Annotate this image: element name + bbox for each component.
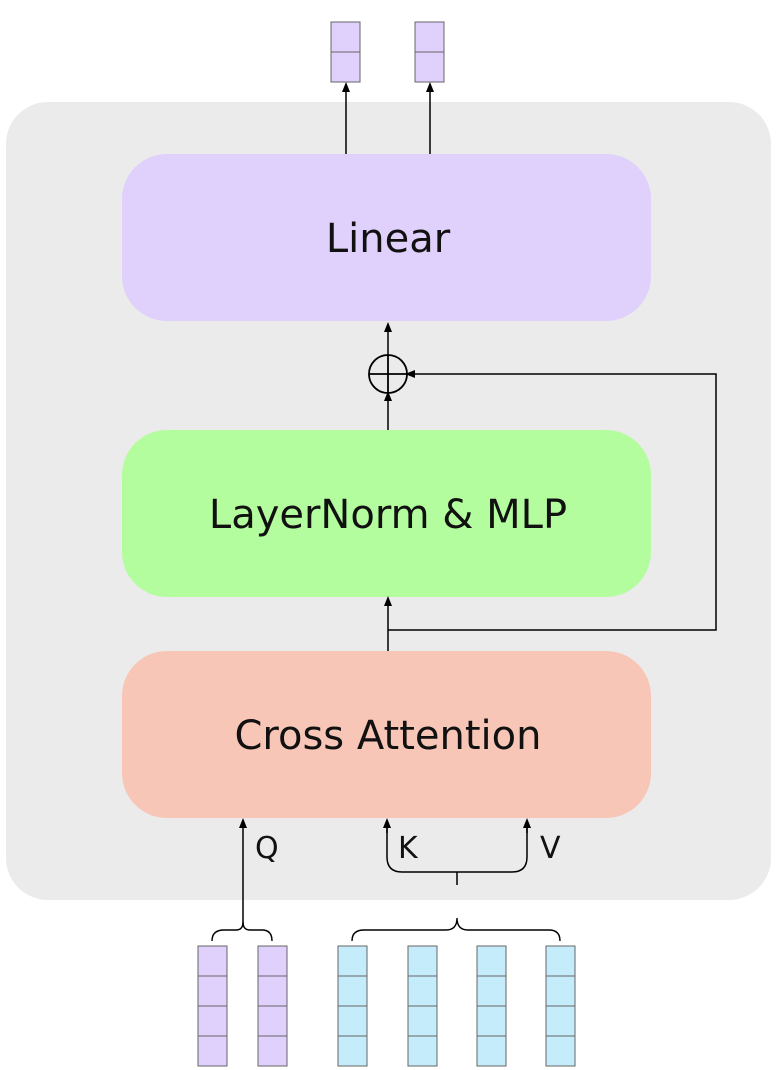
residual-skip-connection	[388, 370, 717, 631]
output-token-left	[330, 21, 361, 83]
query-token-1	[197, 945, 228, 1067]
layernorm-mlp-label: LayerNorm & MLP	[209, 492, 567, 538]
key-value-token-3	[476, 945, 507, 1067]
circled-plus-icon	[368, 354, 408, 394]
output-token-right	[414, 21, 445, 83]
cross-attention-block: Cross Attention	[122, 651, 651, 818]
query-token-brace	[211, 921, 273, 942]
key-value-token-brace	[351, 917, 561, 942]
key-label: K	[398, 831, 419, 866]
linear-block: Linear	[122, 154, 651, 321]
cross-attention-label: Cross Attention	[235, 713, 542, 759]
key-value-token-2	[407, 945, 438, 1067]
key-value-branch	[386, 823, 528, 885]
query-label: Q	[255, 831, 279, 866]
value-label: V	[540, 831, 561, 866]
query-token-2	[257, 945, 288, 1067]
layernorm-mlp-block: LayerNorm & MLP	[122, 430, 651, 597]
key-value-token-1	[337, 945, 368, 1067]
key-value-token-4	[545, 945, 576, 1067]
linear-label: Linear	[326, 216, 451, 262]
